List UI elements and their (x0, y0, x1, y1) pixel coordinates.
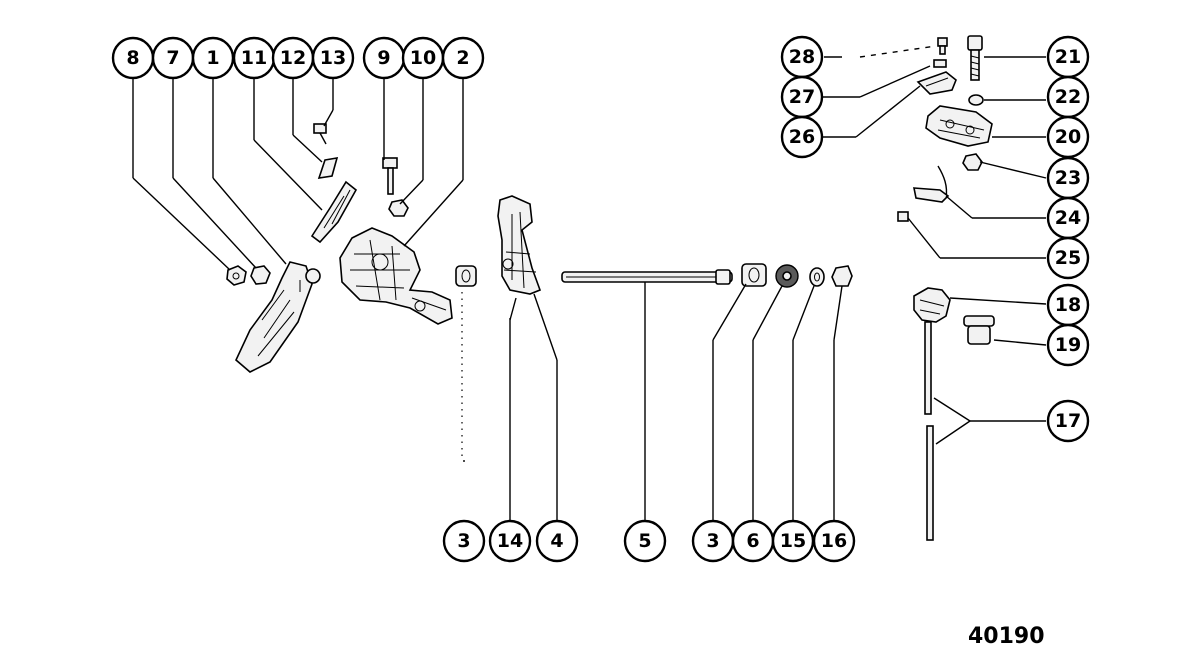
callout-16: 16 (812, 519, 856, 563)
part-plate-12 (317, 157, 339, 179)
callout-12: 12 (271, 36, 315, 80)
callout-7: 7 (151, 36, 195, 80)
part-bushing-3-left (455, 265, 477, 287)
callout-8: 8 (111, 36, 155, 80)
svg-text:25: 25 (1055, 247, 1081, 269)
callout-28: 28 (780, 35, 824, 79)
drawing-number: 40190 (968, 624, 1045, 649)
svg-text:21: 21 (1055, 46, 1081, 68)
callout-26: 26 (780, 115, 824, 159)
svg-text:15: 15 (780, 530, 806, 552)
svg-text:11: 11 (241, 47, 267, 69)
callout-3-left: 3 (442, 519, 486, 563)
part-bolt-9 (382, 157, 398, 195)
svg-text:28: 28 (789, 46, 815, 68)
svg-text:17: 17 (1055, 410, 1081, 432)
callout-17: 17 (1046, 399, 1090, 443)
svg-text:23: 23 (1055, 167, 1081, 189)
part-clip-27 (933, 59, 947, 68)
svg-text:6: 6 (746, 530, 759, 552)
callout-4: 4 (535, 519, 579, 563)
callout-27: 27 (780, 75, 824, 119)
part-nut-7 (250, 265, 271, 285)
callout-22: 22 (1046, 75, 1090, 119)
part-shaft-5 (561, 269, 733, 285)
svg-text:19: 19 (1055, 334, 1081, 356)
part-bracket-2 (339, 227, 453, 325)
svg-text:13: 13 (320, 47, 346, 69)
svg-text:8: 8 (126, 47, 139, 69)
callout-24: 24 (1046, 196, 1090, 240)
svg-text:1: 1 (206, 47, 219, 69)
svg-text:7: 7 (166, 47, 179, 69)
callout-3-right: 3 (691, 519, 735, 563)
svg-text:5: 5 (638, 530, 651, 552)
part-bracket-4 (497, 195, 542, 295)
callout-23: 23 (1046, 156, 1090, 200)
callout-10: 10 (401, 36, 445, 80)
part-pin-14 (509, 297, 517, 321)
svg-text:2: 2 (456, 47, 469, 69)
svg-text:14: 14 (497, 530, 523, 552)
part-bushing-3-right (741, 263, 767, 287)
part-bushing-19 (963, 315, 995, 345)
part-lever-arm-1 (235, 261, 321, 373)
part-block-20 (925, 105, 993, 147)
part-screw-13 (313, 123, 327, 145)
callout-19: 19 (1046, 323, 1090, 367)
part-ring-22 (968, 94, 984, 106)
svg-text:27: 27 (789, 86, 815, 108)
callout-5: 5 (623, 519, 667, 563)
part-rod-17 (924, 321, 934, 541)
svg-text:10: 10 (410, 47, 436, 69)
part-nut-16 (831, 265, 853, 287)
callout-11: 11 (232, 36, 276, 80)
part-drawings (226, 35, 995, 541)
part-gear-6 (775, 264, 799, 288)
svg-text:16: 16 (821, 530, 847, 552)
leader-lines (132, 45, 1047, 522)
part-housing-18 (913, 287, 951, 323)
part-bolt-21 (967, 35, 983, 81)
callout-1: 1 (191, 36, 235, 80)
part-nut-23 (962, 153, 983, 171)
part-screw-25 (897, 211, 909, 222)
callouts: 8 7 1 11 12 13 9 10 2 28 27 26 21 22 20 … (111, 35, 1090, 563)
svg-text:9: 9 (377, 47, 390, 69)
callout-21: 21 (1046, 35, 1090, 79)
callout-2: 2 (441, 36, 485, 80)
svg-text:22: 22 (1055, 86, 1081, 108)
callout-25: 25 (1046, 236, 1090, 280)
callout-9: 9 (362, 36, 406, 80)
part-washer-15 (809, 267, 825, 287)
svg-text:4: 4 (550, 530, 563, 552)
svg-text:3: 3 (457, 530, 470, 552)
part-nut-8 (226, 265, 247, 286)
svg-text:18: 18 (1055, 294, 1081, 316)
callout-18: 18 (1046, 283, 1090, 327)
svg-text:3: 3 (706, 530, 719, 552)
part-link-26 (916, 71, 957, 95)
svg-text:26: 26 (789, 126, 815, 148)
callout-15: 15 (771, 519, 815, 563)
part-plate-11 (310, 180, 358, 244)
svg-text:20: 20 (1055, 126, 1081, 148)
svg-text:24: 24 (1055, 207, 1081, 229)
callout-6: 6 (731, 519, 775, 563)
callout-20: 20 (1046, 115, 1090, 159)
callout-13: 13 (311, 36, 355, 80)
callout-14: 14 (488, 519, 532, 563)
part-nut-10 (388, 199, 409, 217)
part-spring-24 (913, 165, 950, 203)
part-screw-28 (937, 37, 948, 55)
svg-text:12: 12 (280, 47, 306, 69)
